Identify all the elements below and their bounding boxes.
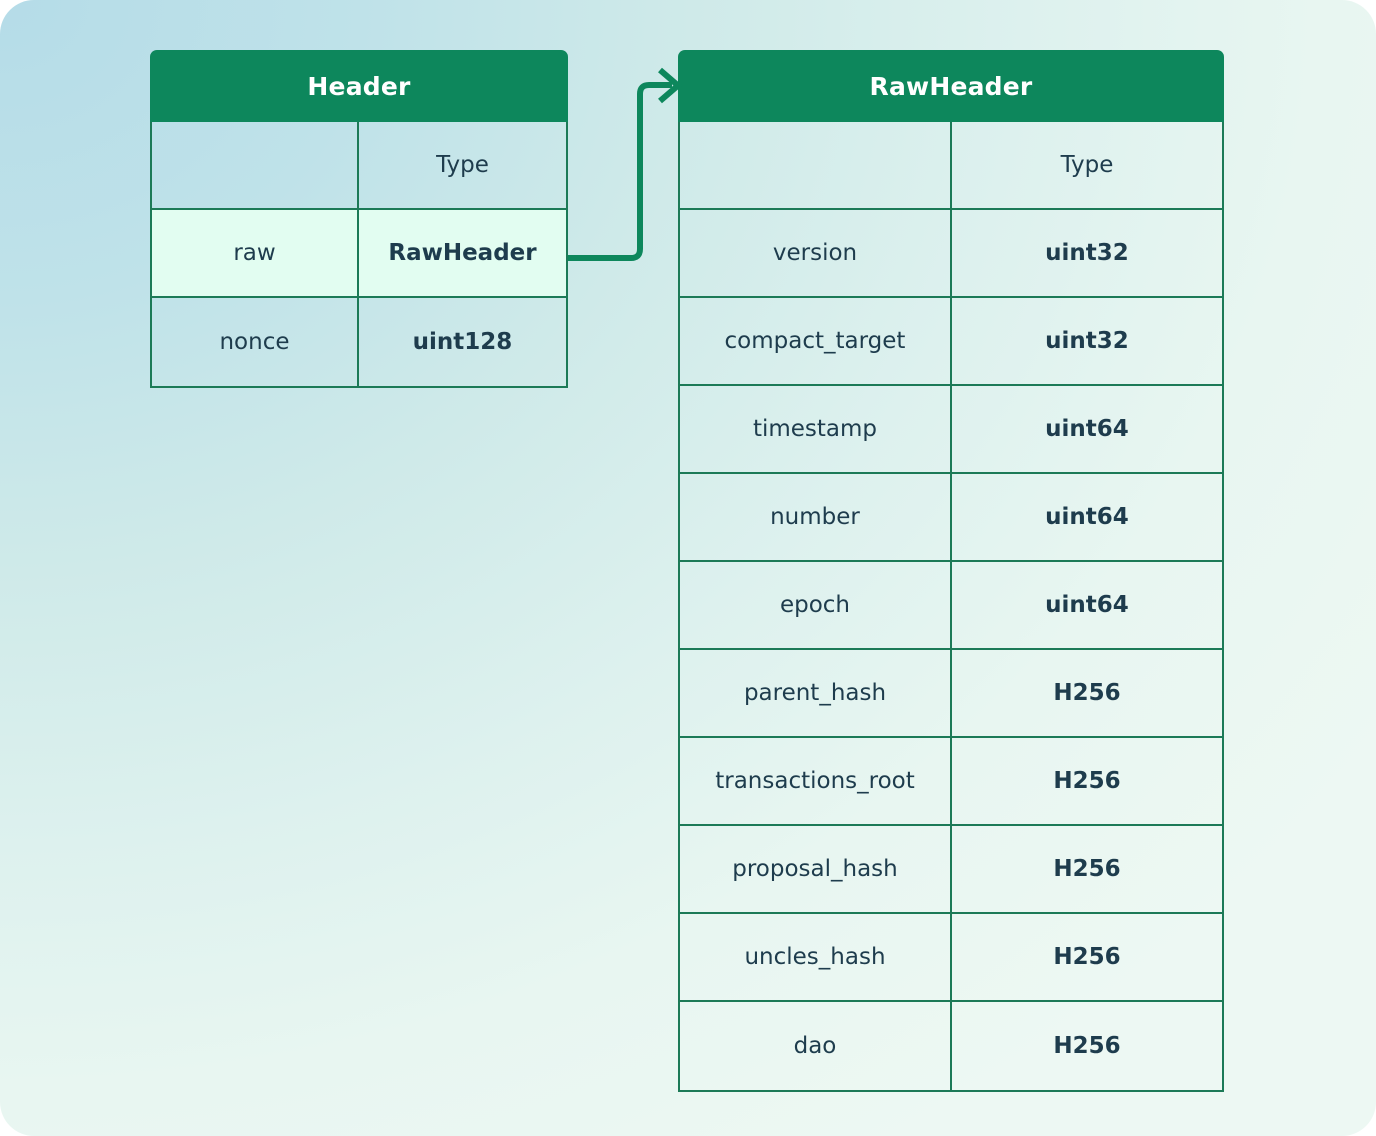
table-row[interactable]: uncles_hash H256 — [680, 914, 1222, 1002]
column-header-field — [152, 122, 359, 208]
entity-header-title: Header — [150, 50, 568, 122]
field-type: uint64 — [1045, 504, 1129, 530]
entity-header-table: Type raw RawHeader nonce uint128 — [150, 122, 568, 388]
table-header-row: Type — [152, 122, 566, 210]
entity-header[interactable]: Header Type raw RawHeader nonce uint128 — [150, 50, 568, 388]
field-type: H256 — [1053, 768, 1121, 794]
field-name: parent_hash — [680, 650, 952, 736]
field-type: uint128 — [412, 329, 513, 355]
table-row[interactable]: proposal_hash H256 — [680, 826, 1222, 914]
entity-rawheader[interactable]: RawHeader Type version uint32 compact_ta… — [678, 50, 1224, 1092]
entity-rawheader-title: RawHeader — [678, 50, 1224, 122]
field-name: compact_target — [680, 298, 952, 384]
field-type: H256 — [1053, 680, 1121, 706]
table-row[interactable]: version uint32 — [680, 210, 1222, 298]
field-type: uint32 — [1045, 240, 1129, 266]
column-header-field — [680, 122, 952, 208]
field-name: uncles_hash — [680, 914, 952, 1000]
field-type: uint64 — [1045, 592, 1129, 618]
field-type: uint64 — [1045, 416, 1129, 442]
table-row[interactable]: timestamp uint64 — [680, 386, 1222, 474]
table-row[interactable]: raw RawHeader — [152, 210, 566, 298]
column-header-type: Type — [436, 152, 489, 178]
table-row[interactable]: transactions_root H256 — [680, 738, 1222, 826]
field-name: epoch — [680, 562, 952, 648]
field-type: H256 — [1053, 856, 1121, 882]
table-row[interactable]: parent_hash H256 — [680, 650, 1222, 738]
table-row[interactable]: compact_target uint32 — [680, 298, 1222, 386]
field-name: transactions_root — [680, 738, 952, 824]
field-type: RawHeader — [388, 240, 537, 266]
table-header-row: Type — [680, 122, 1222, 210]
field-type: uint32 — [1045, 328, 1129, 354]
table-row[interactable]: dao H256 — [680, 1002, 1222, 1090]
table-row[interactable]: nonce uint128 — [152, 298, 566, 386]
table-row[interactable]: epoch uint64 — [680, 562, 1222, 650]
arrow-right-icon — [658, 67, 683, 104]
column-header-type: Type — [1060, 152, 1114, 178]
entity-rawheader-table: Type version uint32 compact_target uint3… — [678, 122, 1224, 1092]
connector-line — [568, 82, 672, 261]
field-name: nonce — [152, 298, 359, 386]
field-name: version — [680, 210, 952, 296]
field-name: dao — [680, 1002, 952, 1090]
field-name: timestamp — [680, 386, 952, 472]
field-name: raw — [152, 210, 359, 296]
field-type: H256 — [1053, 1033, 1121, 1059]
field-type: H256 — [1053, 944, 1121, 970]
field-name: proposal_hash — [680, 826, 952, 912]
table-row[interactable]: number uint64 — [680, 474, 1222, 562]
field-name: number — [680, 474, 952, 560]
